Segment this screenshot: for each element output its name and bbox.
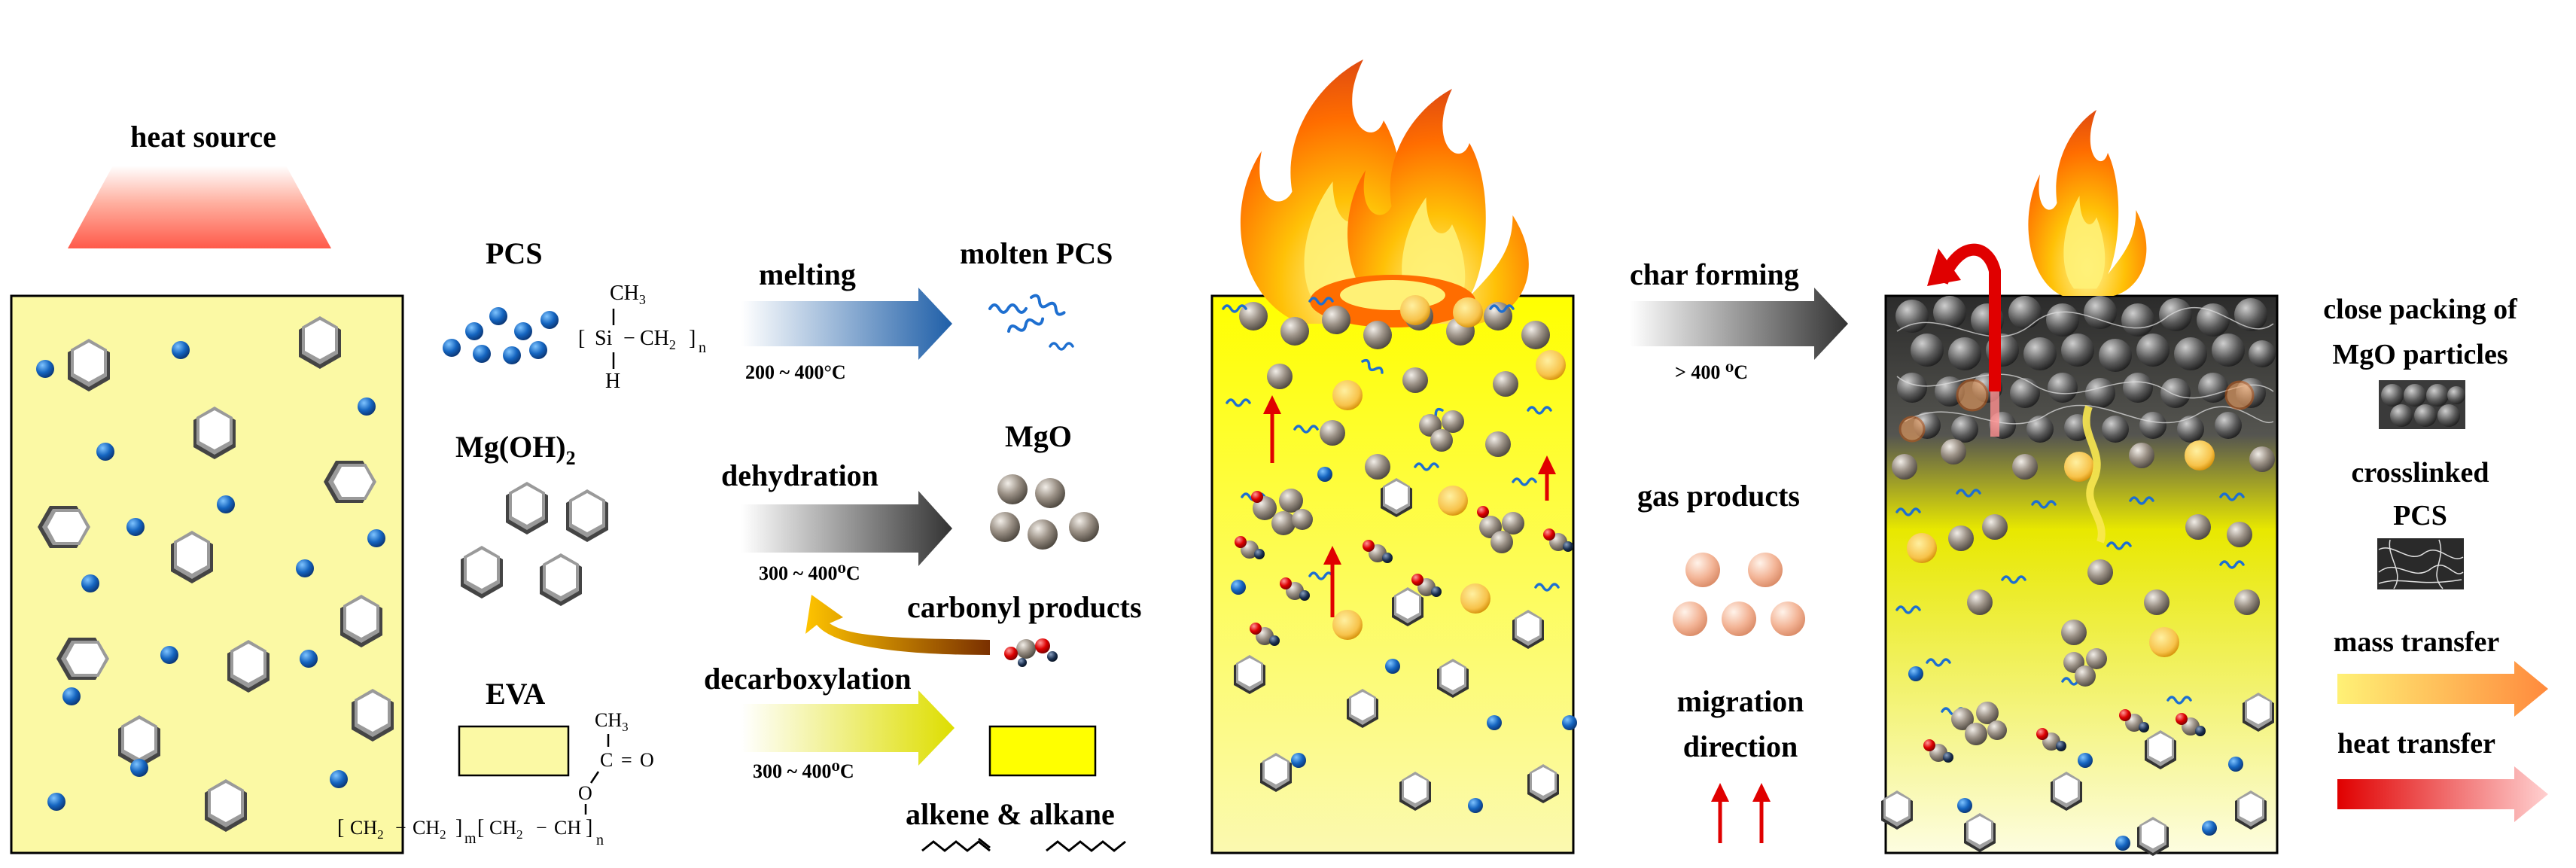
flame-small xyxy=(2028,110,2147,296)
char-forming-arrow xyxy=(1630,288,1848,360)
melting-arrow xyxy=(741,288,952,360)
gas-products-particles xyxy=(1673,553,1805,636)
melting-temp: 200 ~ 400°C xyxy=(745,361,846,383)
char-forming-step: char forming > 400 ⁰C xyxy=(1630,257,1848,383)
crosslinked-label-line1: crosslinked xyxy=(2351,457,2489,489)
char-forming-label: char forming xyxy=(1630,257,1799,291)
heat-source-trapezoid xyxy=(68,166,331,248)
decarboxylation-arrow xyxy=(741,690,955,766)
molten-pcs-label: molten PCS xyxy=(960,236,1113,270)
dehydration-arrow xyxy=(741,491,952,566)
svg-text:[: [ xyxy=(477,816,484,839)
heat-feedback-arrow xyxy=(1927,243,2001,437)
alkene-alkane-swatch xyxy=(988,725,1097,777)
svg-text:]: ] xyxy=(689,327,696,350)
svg-text:O: O xyxy=(640,749,654,771)
melting-label: melting xyxy=(759,257,856,291)
crosslinked-pcs-swatch xyxy=(2377,538,2464,589)
svg-text:[: [ xyxy=(337,816,344,839)
decarboxylation-label: decarboxylation xyxy=(704,662,912,696)
dehydration-reaction: dehydration 300 ~ 400⁰C MgO carbonyl pro… xyxy=(721,419,1142,667)
svg-text:−: − xyxy=(395,817,406,839)
gas-bubbles xyxy=(1332,295,1566,640)
mgoh2-component: Mg(OH)2 xyxy=(455,430,608,606)
mass-transfer-arrow xyxy=(2337,661,2548,717)
pcs-label: PCS xyxy=(486,236,543,270)
panel-initial-composite xyxy=(10,294,404,854)
gas-products-legend: gas products migration direction xyxy=(1637,479,1805,843)
pcs-particles xyxy=(36,341,385,811)
pcs-particles-burning xyxy=(1231,467,1577,813)
heat-transfer-label: heat transfer xyxy=(2337,728,2495,760)
migration-direction-arrows xyxy=(1711,783,1771,843)
mgoh2-label: Mg(OH)2 xyxy=(455,430,576,469)
mgo-particles xyxy=(990,474,1099,550)
svg-text:CH: CH xyxy=(554,817,581,839)
carbonyl-molecule xyxy=(1004,638,1058,667)
svg-text:m: m xyxy=(464,830,477,847)
crosslinked-label-line2: PCS xyxy=(2393,500,2447,531)
char-surface-texture xyxy=(1895,296,2276,443)
eva-structural-formula: CH3 C = O O [ CH2 − CH2 ] m [ CH2 − CH ]… xyxy=(337,709,654,848)
close-packing-label-line2: MgO particles xyxy=(2332,339,2507,370)
svg-text:CH2: CH2 xyxy=(489,817,523,842)
svg-text:−: − xyxy=(623,327,635,350)
mgo-clusters xyxy=(1251,410,1524,553)
close-packing-label-line1: close packing of xyxy=(2323,294,2518,325)
svg-text:−: − xyxy=(536,817,547,839)
svg-text:]: ] xyxy=(586,816,592,839)
heat-transfer-arrow xyxy=(2337,766,2548,822)
svg-text:CH2: CH2 xyxy=(350,817,384,842)
carbonyl-products-label: carbonyl products xyxy=(907,590,1142,624)
large-flame xyxy=(1240,59,1529,327)
pcs-component: PCS CH3 [ Si − CH2 ] n H xyxy=(443,236,706,393)
pcs-particles-group xyxy=(443,307,559,364)
svg-text:]: ] xyxy=(455,816,462,839)
mgo-label: MgO xyxy=(1005,419,1072,453)
panel-char-layer xyxy=(1881,110,2279,856)
carbonyl-curved-arrow xyxy=(805,595,990,655)
svg-text:=: = xyxy=(621,749,632,771)
eva-swatch xyxy=(458,725,570,777)
svg-text:n: n xyxy=(699,340,706,356)
eva-component: EVA CH3 C = O O [ CH2 − CH2 ] m [ CH2 − … xyxy=(337,677,654,848)
right-legend: close packing of MgO particles crosslink… xyxy=(2323,294,2548,822)
migration-direction-label-line2: direction xyxy=(1683,729,1798,763)
svg-text:Si: Si xyxy=(595,327,613,350)
eva-label: EVA xyxy=(486,677,545,711)
close-packing-swatch xyxy=(2379,380,2465,429)
pcs-particles-char xyxy=(1908,666,2243,851)
heat-source: heat source xyxy=(68,120,331,248)
heat-source-label: heat source xyxy=(130,120,276,154)
char-forming-temp: > 400 ⁰C xyxy=(1675,361,1748,383)
mass-transfer-squiggle xyxy=(2082,405,2106,544)
svg-text:CH3: CH3 xyxy=(610,282,646,307)
svg-text:CH2: CH2 xyxy=(413,817,446,842)
mass-transfer-label: mass transfer xyxy=(2334,626,2500,658)
migration-direction-label-line1: migration xyxy=(1677,684,1804,718)
migration-arrows-burning xyxy=(1263,395,1556,617)
dehydration-temp: 300 ~ 400⁰C xyxy=(759,562,860,584)
gas-products-label: gas products xyxy=(1637,479,1800,513)
alkene-alkane-zigzags xyxy=(921,837,1126,852)
trapped-gas-bubbles xyxy=(1899,379,2255,657)
svg-text:C: C xyxy=(600,749,613,771)
melting-reaction: melting 200 ~ 400°C molten PCS xyxy=(741,236,1113,383)
svg-text:CH2: CH2 xyxy=(640,327,676,352)
pcs-structural-formula: CH3 [ Si − CH2 ] n H xyxy=(578,282,706,393)
mgo-particles-char xyxy=(1892,439,2275,645)
mgo-clusters-char xyxy=(1951,648,2107,745)
molten-pcs-chains xyxy=(988,292,1074,351)
svg-text:[: [ xyxy=(578,327,585,350)
decarboxylation-temp: 300 ~ 400⁰C xyxy=(753,760,854,782)
svg-text:n: n xyxy=(596,832,604,848)
alkene-alkane-label: alkene & alkane xyxy=(906,797,1115,831)
panel-burning xyxy=(1210,59,1577,854)
svg-text:CH3: CH3 xyxy=(595,709,629,734)
svg-text:H: H xyxy=(605,370,620,393)
decarboxylation-reaction: decarboxylation 300 ~ 400⁰C alkene & alk… xyxy=(704,662,1126,852)
dehydration-label: dehydration xyxy=(721,458,878,492)
svg-text:O: O xyxy=(578,782,592,804)
